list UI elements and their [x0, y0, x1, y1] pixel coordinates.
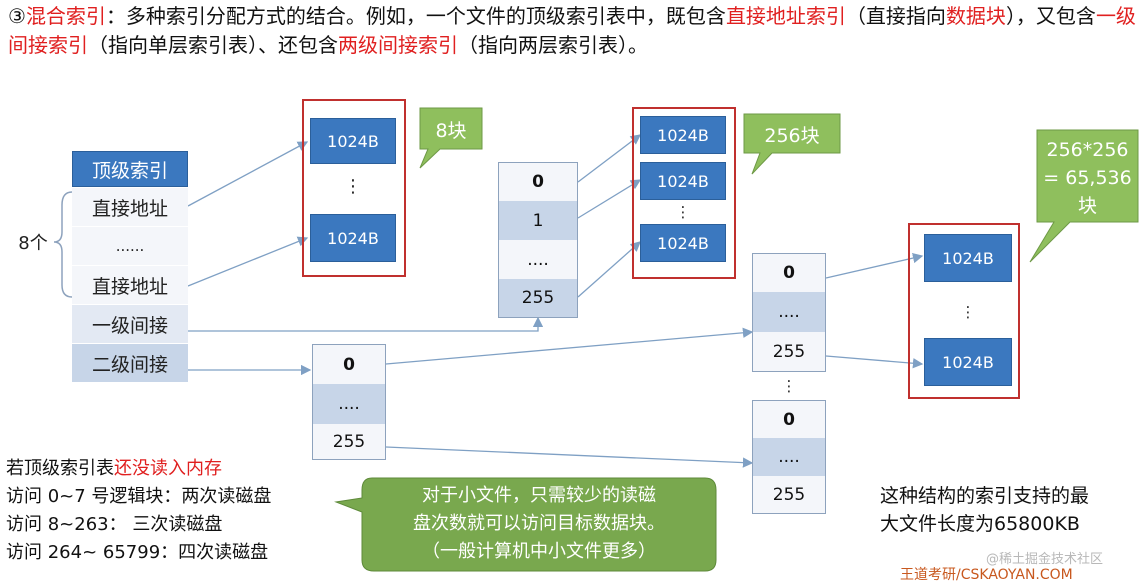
level2-sub1-cell: 0: [752, 253, 826, 292]
top-index-row: 直接地址: [72, 266, 188, 304]
arrow-direct-2: [187, 236, 309, 287]
watermark: @稀土掘金技术社区: [986, 552, 1104, 567]
small-file-bubble-text: 对于小文件，只需较少的读磁 盘次数就可以访问目标数据块。 （一般计算机中小文件更…: [413, 485, 665, 562]
top-index-row: 一级间接: [72, 305, 188, 343]
arrow-l2s1-255: [825, 355, 924, 369]
top-index-row: 二级间接: [72, 344, 188, 382]
level2-root-cell: ....: [312, 384, 386, 424]
callout-256blocks-text: 256块: [764, 124, 820, 147]
arrow-l2-0: [385, 327, 754, 365]
note-line: 访问 264~ 65799：四次读磁盘: [6, 542, 269, 563]
data-block: 1024B: [640, 224, 726, 262]
note-line: 访问 0~7 号逻辑块：两次读磁盘: [6, 486, 272, 507]
level2-sub1-cell: 255: [752, 332, 826, 372]
brace-label: 8个: [18, 233, 48, 254]
direct-blocks-frame: [302, 99, 406, 277]
callout-8blocks-shape: [419, 107, 483, 169]
level1-cell: ....: [498, 240, 578, 279]
max-size-note: 这种结构的索引支持的最 大文件长度为65800KB: [880, 485, 1090, 535]
level2-root-cell: 255: [312, 424, 386, 460]
data-block: 1024B: [310, 214, 396, 262]
arrow-l2-255: [385, 446, 754, 468]
data-block: 1024B: [310, 118, 396, 164]
level1-cell: 0: [498, 162, 578, 201]
data-block: 1024B: [640, 162, 726, 200]
level2-sub2-cell: ....: [752, 438, 826, 476]
level2-sub1-cell: ....: [752, 292, 826, 332]
arrow-direct-1: [187, 141, 309, 207]
small-file-bubble-shape: [334, 477, 717, 572]
top-index-row: ......: [72, 227, 188, 265]
level2-blocks-frame: [908, 223, 1020, 399]
brace-shape: [53, 191, 73, 298]
note-line: 访问 8~263： 三次读磁盘: [6, 514, 223, 535]
arrow-l1-0: [577, 134, 642, 183]
level2-root-cell: 0: [312, 344, 386, 384]
level2-sub2-cell: 255: [752, 476, 826, 514]
callout-65536-shape: [1029, 129, 1139, 263]
arrow-level1: [188, 316, 544, 332]
callout-256blocks-shape: [743, 113, 841, 175]
top-index-title: 顶级索引: [72, 151, 188, 187]
arrow-l1-1: [577, 179, 642, 219]
arrow-l2s1-0: [825, 252, 924, 279]
level1-blocks-frame: [632, 107, 736, 279]
data-block: 1024B: [924, 234, 1012, 282]
level1-cell: 1: [498, 201, 578, 240]
dots: ⋮: [675, 203, 691, 221]
callout-65536-text: 256*256 = 65,536 块: [1043, 139, 1132, 217]
brand-footer: 王道考研/CSKAOYAN.COM: [900, 567, 1073, 583]
header-text: ③混合索引：多种索引分配方式的结合。例如，一个文件的顶级索引表中，既包含直接地址…: [8, 4, 1136, 57]
arrow-l1-255: [577, 241, 641, 298]
level2-sub2-cell: 0: [752, 400, 826, 438]
data-block: 1024B: [640, 116, 726, 154]
callout-8blocks-text: 8块: [435, 119, 467, 142]
dots: ⋮: [344, 175, 362, 197]
note-line: 若顶级索引表还没读入内存: [6, 458, 222, 479]
access-notes: 若顶级索引表还没读入内存 访问 0~7 号逻辑块：两次读磁盘 访问 8~263：…: [6, 455, 271, 567]
data-block: 1024B: [924, 338, 1012, 386]
dots: ⋮: [781, 377, 797, 395]
dots: ⋮: [960, 303, 976, 321]
level1-cell: 255: [498, 279, 578, 318]
top-index-row: 直接地址: [72, 188, 188, 226]
